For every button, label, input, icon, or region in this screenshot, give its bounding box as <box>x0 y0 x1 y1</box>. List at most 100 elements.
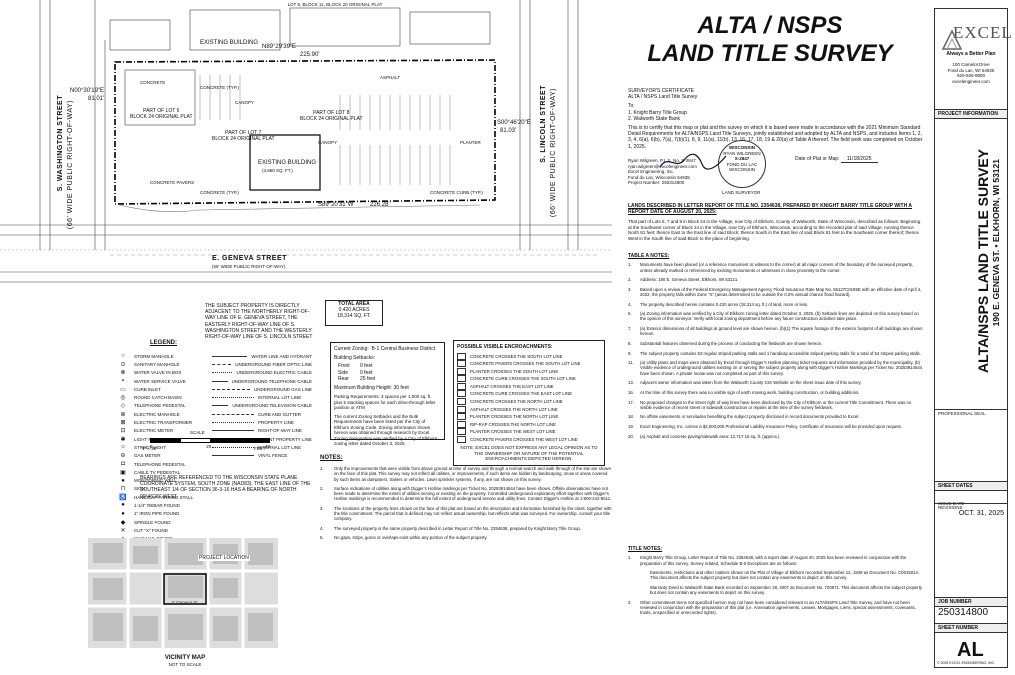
note-item: 11.(a) Utility plans and maps were obtai… <box>628 360 923 376</box>
encroachment-marker-icon <box>457 398 466 406</box>
sheet-number-header: SHEET NUMBER <box>935 623 1007 634</box>
legend-line-row: VINYL FENCE <box>212 452 312 460</box>
legend-line-label: PROPERTY LINE <box>258 420 294 426</box>
note-item: 3.The locations of the property lines sh… <box>320 506 612 522</box>
legend-line-label: UNDERGROUND GAS LINE <box>253 386 312 392</box>
legend-symbol-row: ✕CUT "X" FOUND <box>112 526 207 534</box>
note-item: 3.Based upon a review of the Federal Eme… <box>628 287 923 298</box>
encroachment-item: CONCRETE PAVERS CROSSES THE WEST LOT LIN… <box>457 436 601 444</box>
setback-value: 25 feet <box>360 375 376 382</box>
legend-line-label: INTERNAL LOT LINE <box>258 395 302 401</box>
title-notes: TITLE NOTES: 1.Knight Barry Title Group,… <box>628 546 923 620</box>
street-east-sub: (66' WIDE PUBLIC RIGHT-OF-WAY) <box>550 88 557 218</box>
note-text: Adjacent owner information was taken fro… <box>640 380 862 386</box>
misc-label: CONCRETE PAVERS <box>150 180 195 185</box>
legend-line-label: UNDERGROUND FIBER OPTIC LINE <box>235 361 312 367</box>
company-phone: 920-926-9800 <box>956 73 986 79</box>
legend-line-row: UNDERGROUND FIBER OPTIC LINE <box>212 360 312 368</box>
legal-description: LANDS DESCRIBED IN LETTER REPORT OF TITL… <box>628 203 923 241</box>
legend-line-sample <box>212 355 248 357</box>
legend-symbol-row: ⊓ SIGN <box>112 485 207 493</box>
legend-symbol-row: ⊖GAS METER <box>112 452 207 460</box>
surveyor-block: Ryan Wilgreen, P.L.S. No. S-2847 ryan.wi… <box>628 153 748 186</box>
signature-icon <box>659 153 727 170</box>
note-text: (a) Exterior dimensions of all buildings… <box>640 326 923 337</box>
note-number: 1. <box>320 466 324 471</box>
encroachment-label: PLANTER CROSSES THE WEST LOT LINE <box>470 429 556 435</box>
seal-state: WISCONSIN <box>728 145 755 150</box>
legend-symbol-label: SPINDLE FOUND <box>134 519 171 525</box>
legend-line-row: UNDERGROUND ELECTRIC CABLE <box>212 369 312 377</box>
legend-line-row: RIGHT-OF-WAY LINE <box>212 427 312 435</box>
existing-building-label: EXISTING BUILDING <box>258 160 317 166</box>
note-number: 7. <box>628 326 632 332</box>
note-text: (a) Zoning information was verified by a… <box>640 311 919 322</box>
encroachments-box: POSSIBLE VISIBLE ENCROACHMENTS: CONCRETE… <box>453 340 605 466</box>
encroachment-label: PLANTER CROSSES THE SOUTH LOT LINE <box>470 368 559 374</box>
copyright: © 2025 EXCEL ENGINEERING, INC. <box>937 661 996 665</box>
encroachments-note: NOTE: EXCEL DOES NOT EXPRESS ANY LEGAL O… <box>460 445 598 462</box>
encroachment-marker-icon <box>457 382 466 390</box>
legend-symbol-label: LIGHT POLE <box>134 436 161 442</box>
scale-tick: 20 <box>206 444 212 449</box>
legend-symbol-icon: ◇ <box>120 403 126 410</box>
note-item: 2.Address: 190 E. Geneva Street, Elkhorn… <box>628 277 923 282</box>
legend-symbol-icon: ● <box>121 477 125 484</box>
note-text: Monuments have been placed (or a referen… <box>640 262 913 273</box>
legend-symbol-icon: ◎ <box>120 395 126 402</box>
scale-tick: 0 <box>150 444 153 449</box>
scale-tick: 40 <box>264 444 270 449</box>
legend: LEGEND: ○STORM MANHOLE⊙SANITARY MANHOLE⊗… <box>119 340 320 542</box>
legend-symbol-icon: ⊓ <box>120 486 126 493</box>
certificate-text: This is to certify that this map or plat… <box>628 125 923 150</box>
legend-symbol-label: 1" IRON PIPE FOUND <box>134 511 180 517</box>
misc-label: ASPHALT <box>380 75 401 80</box>
legend-symbol-icon: ⊙ <box>120 361 126 368</box>
setback-value: 0 feet <box>360 369 373 376</box>
legend-line-label: ADJACENT PROPERTY LINE <box>251 436 312 442</box>
zoning-current-value: B-1 Central Business District <box>371 346 436 352</box>
bearing-south: S89°20'31"W <box>318 202 354 208</box>
note-item: 4.The surveyed property is the same prop… <box>320 526 612 531</box>
issue-date-value: OCT. 31, 2025 <box>958 510 1004 517</box>
encroachment-label: ASPHALT CROSSES THE EAST LOT LINE <box>470 383 554 389</box>
note-item: 1.Only the improvements that were visibl… <box>320 466 612 482</box>
legend-line-sample <box>212 430 254 432</box>
zoning-height: Maximum Building Height: 30 feet <box>334 385 409 392</box>
note-item: 13.Adjacent owner information was taken … <box>628 380 923 385</box>
professional-seal-label: PROFESSIONAL SEAL <box>935 409 1007 418</box>
note-number: 2. <box>628 277 632 283</box>
legend-symbol-row: ⊠ELECTRIC TRANSFORMER <box>112 418 207 426</box>
job-number-value: 250314800 <box>938 607 989 618</box>
legend-symbol-label: SIGN <box>134 486 146 492</box>
certificate-recipient: 2. Walworth State Bank <box>628 115 681 122</box>
table-a-list: 1.Monuments have been placed (or a refer… <box>628 262 923 439</box>
note-text: The subject property contains 53 regular… <box>640 350 921 356</box>
legend-line-label: UNDERGROUND TELEVISION CABLE <box>232 403 312 409</box>
bearing-north: N89°29'39"E <box>262 44 297 50</box>
encroachment-item: CONCRETE CURB CROSSES THE EAST LOT LINE <box>457 390 601 398</box>
note-text: No gaps, strips, gores or overlaps exist… <box>334 534 488 540</box>
bearing-west: N00°30'19"E <box>70 88 105 94</box>
notes-section: NOTES: 1.Only the improvements that were… <box>320 455 612 544</box>
scale-bar: 0 20 40 SCALE FEET 1" = 20' <box>142 430 270 460</box>
legend-symbol-icon: ⊠ <box>120 420 126 427</box>
vicinity-sub: NOT TO SCALE <box>168 662 202 667</box>
setback-key: Side <box>338 369 349 376</box>
note-item: 1.Monuments have been placed (or a refer… <box>628 262 923 273</box>
encroachment-label: CONCRETE PAVERS CROSSES THE WEST LOT LIN… <box>470 437 578 443</box>
note-text: Surface indications of utilities along w… <box>334 485 612 502</box>
table-a-notes: TABLE A NOTES: 1.Monuments have been pla… <box>628 253 923 443</box>
legend-symbol-label: 1-1/4" REBAR FOUND <box>134 502 180 508</box>
note-text: Warranty Deed to Walworth State Bank rec… <box>650 584 923 596</box>
legend-line-sample <box>212 363 232 365</box>
note-text: No proposed changes to the street right … <box>640 399 912 410</box>
legend-line-sample <box>212 446 254 448</box>
zoning-box: Current Zoning: B-1 Central Business Dis… <box>330 342 445 446</box>
setback-key: Front <box>338 363 350 370</box>
legend-line-row: INTERNAL LOT LINE <box>212 393 312 401</box>
note-text: The surveyed property is the same proper… <box>334 525 581 531</box>
vicinity-caption: VICINITY MAP NOT TO SCALE <box>140 655 230 668</box>
